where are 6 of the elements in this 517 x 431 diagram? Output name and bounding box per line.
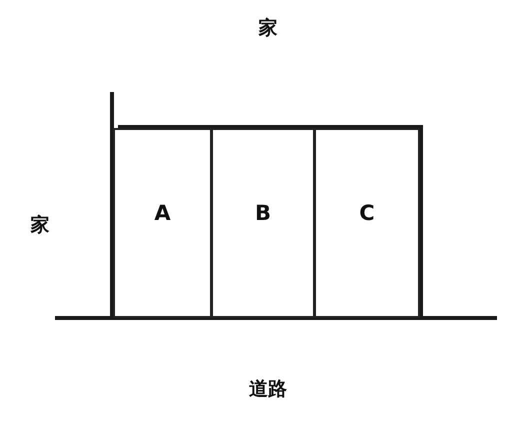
plot-box: C [314,128,420,318]
house-label: 家 [30,213,50,238]
house-label: 家 [258,16,278,41]
plot-box: A [113,128,212,318]
road-label: 道路 [249,377,287,402]
plot-box: B [211,128,315,318]
